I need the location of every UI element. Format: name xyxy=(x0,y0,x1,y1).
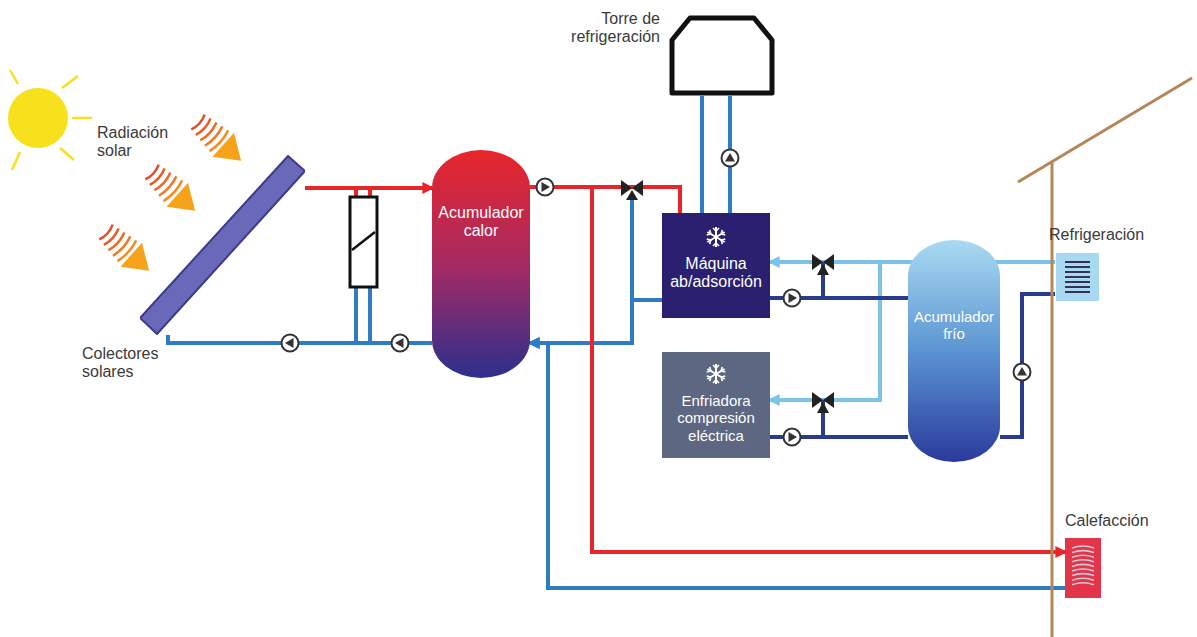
panel-shape xyxy=(140,155,305,335)
snowflake-icon xyxy=(704,362,728,386)
hot-storage-tank: Acumulador calor xyxy=(432,150,530,378)
heat-exchanger xyxy=(350,188,377,343)
house-outline xyxy=(1018,78,1192,637)
solar-collector: Colectores solares xyxy=(140,155,305,335)
cold-storage-tank: Acumulador frío xyxy=(908,240,1000,462)
label-holder: Refrigeración xyxy=(1049,226,1144,244)
node-label: Enfriadora compresión eléctrica xyxy=(664,392,768,444)
heating-emitter: Calefacción xyxy=(1065,538,1101,598)
node-label: Torre de refrigeración xyxy=(564,10,660,47)
cooling-emitter: Refrigeración xyxy=(1055,252,1100,302)
pipe-connector xyxy=(1000,294,1055,437)
node-label: Refrigeración xyxy=(1049,226,1144,244)
cal-shape xyxy=(1065,538,1101,598)
pipe-connector xyxy=(700,96,704,213)
label-holder: Calefacción xyxy=(1065,512,1149,530)
annotation-label: Radiación solar xyxy=(97,124,185,161)
node-label: Colectores solares xyxy=(82,345,174,382)
label-holder: Torre de refrigeración xyxy=(564,10,660,47)
pipe-connector xyxy=(530,300,662,343)
label-holder: Colectores solares xyxy=(82,345,174,382)
node-label: Máquina ab/adsorción xyxy=(664,255,768,292)
node-label: Calefacción xyxy=(1065,512,1149,530)
sun xyxy=(8,70,92,170)
refr-shape xyxy=(1055,252,1100,302)
node-label: Acumulador frío xyxy=(910,308,998,343)
absorption-machine: Máquina ab/adsorción xyxy=(662,213,770,318)
snowflake-icon xyxy=(704,225,728,249)
tower-shape xyxy=(668,14,776,96)
cooling-tower: Torre de refrigeración xyxy=(668,14,776,96)
electric-chiller: Enfriadora compresión eléctrica xyxy=(662,352,770,458)
node-label: Acumulador calor xyxy=(434,204,528,241)
label-holder: Radiación solar xyxy=(97,124,185,161)
pipe-connector xyxy=(530,187,1065,552)
